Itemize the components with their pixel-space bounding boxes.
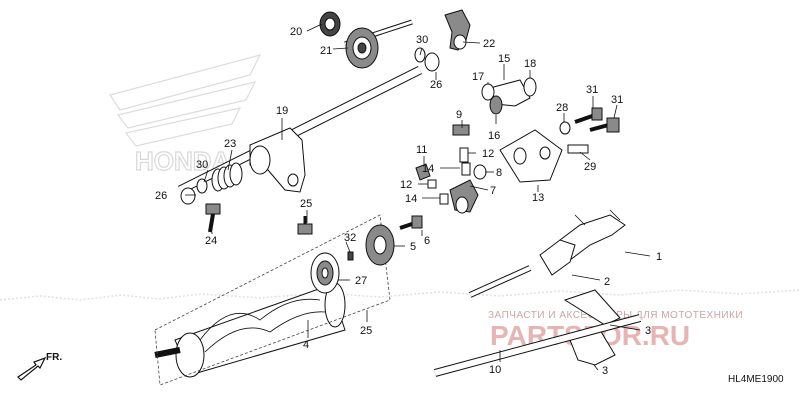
part-13-plate bbox=[499, 129, 563, 183]
part-14-spring-upper bbox=[461, 162, 471, 176]
part-28-collar bbox=[559, 121, 571, 135]
callout-16: 16 bbox=[488, 130, 500, 142]
part-12-spring-lower bbox=[427, 179, 437, 189]
callout-9: 9 bbox=[456, 109, 462, 121]
callout-27: 27 bbox=[355, 275, 367, 287]
callout-31-right: 31 bbox=[611, 94, 623, 106]
callout-31-left: 31 bbox=[586, 84, 598, 96]
part-2-shift-fork bbox=[539, 239, 576, 276]
callout-3-lower: 3 bbox=[602, 365, 608, 377]
callout-23: 23 bbox=[224, 138, 236, 150]
callout-19: 19 bbox=[276, 105, 288, 117]
part-1-shift-fork bbox=[559, 209, 626, 261]
callout-25-upper: 25 bbox=[300, 198, 312, 210]
part-8-collar bbox=[473, 164, 487, 180]
callout-12-lower: 12 bbox=[400, 179, 412, 191]
part-9-plate bbox=[452, 124, 470, 136]
torn-edge bbox=[0, 289, 800, 301]
part-14-spring-lower bbox=[439, 193, 449, 205]
callout-28: 28 bbox=[556, 102, 568, 114]
part-31-bolt-right bbox=[589, 117, 620, 133]
callout-5: 5 bbox=[410, 241, 416, 253]
callout-26-top: 26 bbox=[430, 79, 442, 91]
part-26-washer-top bbox=[424, 52, 440, 72]
callout-7: 7 bbox=[490, 185, 496, 197]
front-direction-arrow: FR. bbox=[17, 352, 62, 381]
callout-25-lower: 25 bbox=[360, 325, 372, 337]
leader-lines bbox=[185, 23, 651, 371]
callout-6: 6 bbox=[424, 235, 430, 247]
callout-32: 32 bbox=[344, 232, 356, 244]
part-23-spring bbox=[211, 162, 243, 192]
part-5-drum-center bbox=[365, 224, 395, 266]
part-12-spring-upper bbox=[459, 147, 469, 163]
callout-14-upper: 14 bbox=[422, 163, 434, 175]
front-direction-label: FR. bbox=[46, 352, 62, 363]
part-11-clip bbox=[415, 163, 431, 181]
part-29-pin bbox=[567, 144, 589, 154]
callout-15: 15 bbox=[498, 53, 510, 65]
part-32-pin bbox=[347, 251, 354, 261]
callout-30-left: 30 bbox=[196, 159, 208, 171]
callout-13: 13 bbox=[532, 192, 544, 204]
callout-17: 17 bbox=[472, 71, 484, 83]
part-3-shift-fork-upper bbox=[563, 289, 621, 326]
callout-labels: 20 21 22 30 26 19 23 30 26 24 25 32 27 5… bbox=[155, 26, 662, 377]
part-18-washer bbox=[523, 77, 537, 97]
callout-24: 24 bbox=[205, 235, 217, 247]
callout-8: 8 bbox=[496, 167, 502, 179]
callout-14-lower: 14 bbox=[405, 193, 417, 205]
callout-20: 20 bbox=[290, 26, 302, 38]
callout-10: 10 bbox=[489, 364, 501, 376]
part-16-washer bbox=[489, 95, 503, 115]
drum-assembly-outline bbox=[154, 214, 391, 386]
part-4-shift-drum bbox=[154, 282, 346, 378]
callout-26-left: 26 bbox=[155, 190, 167, 202]
callout-3-upper: 3 bbox=[645, 325, 651, 337]
part-7-stopper bbox=[449, 179, 479, 214]
fork-shaft-upper bbox=[468, 265, 532, 298]
callout-18: 18 bbox=[524, 58, 536, 70]
part-22-arm bbox=[444, 9, 471, 51]
part-30-washer-left bbox=[196, 178, 208, 194]
part-17-roller bbox=[481, 83, 495, 101]
part-26-washer-left bbox=[180, 187, 196, 205]
part-10-fork-shaft bbox=[433, 314, 642, 377]
callout-30-top: 30 bbox=[416, 34, 428, 46]
part-21-gear-shaft bbox=[344, 19, 413, 69]
callout-2: 2 bbox=[604, 276, 610, 288]
callout-4: 4 bbox=[303, 339, 309, 351]
callout-29: 29 bbox=[584, 161, 596, 173]
part-25-bolt-upper bbox=[297, 216, 313, 235]
callout-11: 11 bbox=[416, 144, 427, 156]
part-20-gear bbox=[319, 11, 341, 37]
callout-1: 1 bbox=[656, 251, 662, 263]
part-27-bearing bbox=[310, 252, 340, 294]
part-24-bolt bbox=[205, 203, 221, 233]
part-31-bolt-left bbox=[574, 107, 603, 124]
part-6-bolt bbox=[399, 215, 423, 230]
callout-21: 21 bbox=[320, 45, 332, 57]
diagram-code: HL4ME1900 bbox=[728, 374, 784, 385]
callout-12-upper: 12 bbox=[482, 148, 494, 160]
callout-22: 22 bbox=[483, 38, 495, 50]
